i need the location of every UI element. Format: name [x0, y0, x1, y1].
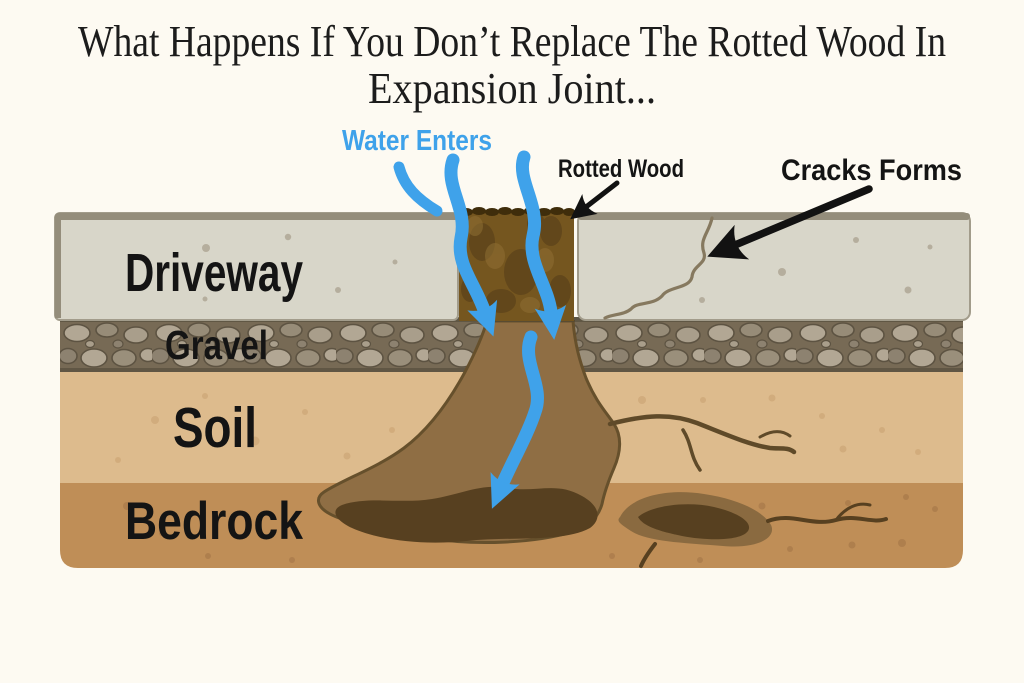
soil-speckles	[115, 393, 921, 463]
annotation-arrows	[570, 180, 873, 260]
water-streams	[393, 150, 567, 509]
rotted-wood-arrow	[570, 180, 620, 220]
slab-speckles-right	[699, 237, 933, 303]
water-stream-deep	[490, 330, 544, 509]
driveway-label: Driveway	[125, 243, 303, 303]
bedrock-label: Bedrock	[125, 492, 303, 551]
soil-cracks	[607, 414, 797, 472]
cracks-forms-arrow	[707, 185, 873, 260]
bedrock-speckles	[123, 494, 938, 563]
wood-top-bumps	[459, 207, 575, 216]
rotted-wood-label: Rotted Wood	[558, 155, 684, 183]
water-stream-right	[516, 150, 567, 340]
water-stream-left	[444, 153, 498, 337]
driveway-slab-left	[54, 212, 459, 321]
slab-speckles-left	[202, 233, 398, 302]
driveway-slab-right	[577, 212, 971, 321]
title-block: What Happens If You Don’t Replace The Ro…	[78, 17, 946, 113]
slab-crack	[603, 216, 714, 320]
title-line-1: What Happens If You Don’t Replace The Ro…	[78, 17, 946, 66]
water-stream-short	[393, 161, 443, 217]
bedrock-void	[335, 486, 598, 543]
gravel-label: Gravel	[165, 322, 268, 368]
soil-label: Soil	[173, 396, 257, 460]
cracks-forms-label: Cracks Forms	[781, 154, 962, 187]
bedrock-void-2	[618, 492, 888, 568]
title-line-2: Expansion Joint...	[368, 64, 656, 113]
water-enters-label: Water Enters	[342, 125, 492, 157]
